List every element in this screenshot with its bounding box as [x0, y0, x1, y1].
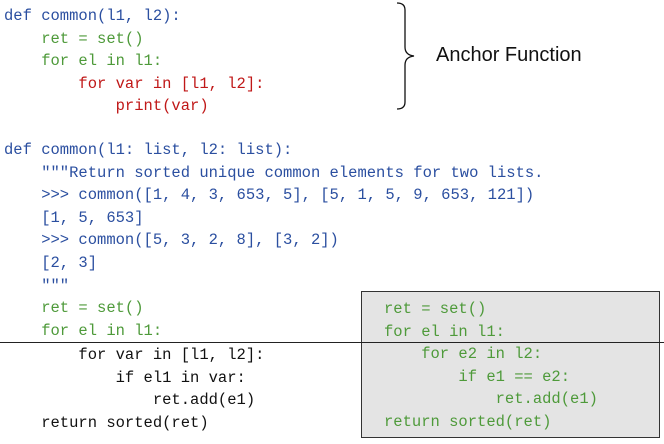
code-line: for e2 in l2: — [384, 345, 543, 364]
code-line: ret.add(e1) — [384, 390, 598, 409]
code-line: for var in [l1, l2]: — [4, 346, 265, 364]
code-line: >>> common([5, 3, 2, 8], [3, 2]) — [4, 231, 339, 250]
code-line: """Return sorted unique common elements … — [4, 163, 544, 182]
code-line: >>> common([1, 4, 3, 653, 5], [5, 1, 5, … — [4, 186, 535, 205]
code-line: ret = set() — [384, 300, 487, 318]
code-line: return sorted(ret) — [384, 413, 552, 431]
anchor-function-label: Anchor Function — [436, 44, 582, 66]
code-line: if e1 == e2: — [384, 367, 571, 386]
code-line: for el in l1: — [4, 321, 163, 340]
prompt-completion-divider — [0, 342, 664, 343]
alternative-completion-box — [361, 291, 660, 438]
code-line: def common(l1, l2): — [4, 7, 181, 25]
code-line: ret = set() — [4, 299, 144, 318]
code-line: for var in [l1, l2]: — [4, 74, 265, 93]
code-line: if el1 in var: — [4, 368, 246, 387]
code-line: [2, 3] — [4, 254, 98, 272]
anchor-brace-icon — [396, 2, 415, 110]
code-line: return sorted(ret) — [4, 413, 209, 432]
code-line: """ — [4, 276, 70, 295]
code-line: for el in l1: — [4, 52, 163, 71]
code-line: ret = set() — [4, 29, 144, 48]
code-line: print(var) — [4, 97, 209, 116]
code-line: for el in l1: — [384, 322, 505, 341]
code-line: [1, 5, 653] — [4, 208, 144, 227]
code-line: ret.add(e1) — [4, 391, 256, 410]
code-line: def common(l1: list, l2: list): — [4, 141, 293, 159]
